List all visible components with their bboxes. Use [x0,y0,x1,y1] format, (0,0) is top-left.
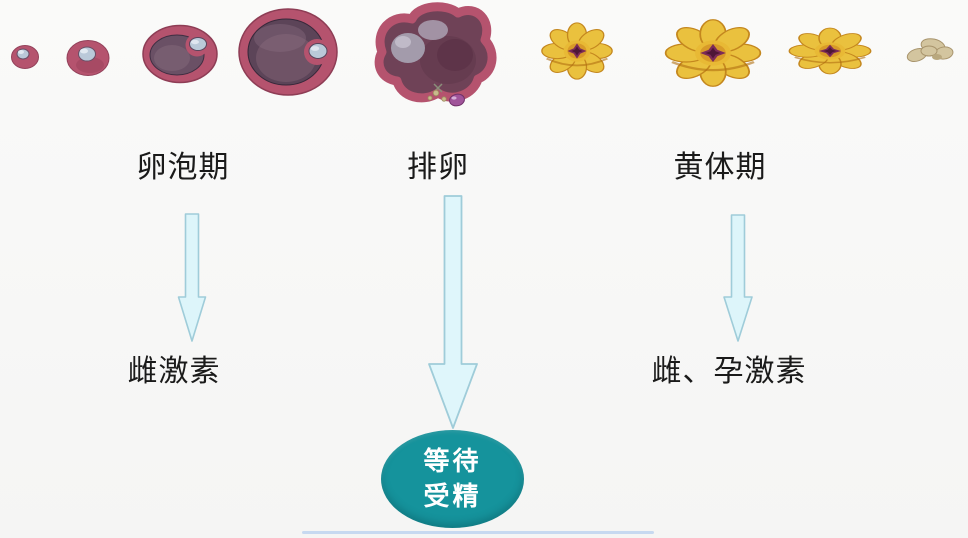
primary-follicle-illustration [66,40,110,76]
secondary-follicle-illustration [142,24,218,84]
phase-label-ovulation: 排卵 [407,151,469,184]
luteal-down-arrow-icon [723,214,753,342]
hormone-label-estrogen: 雌激素 [127,355,221,388]
phase-label-luteal: 黄体期 [673,151,767,184]
ovulation-down-arrow-icon [428,195,478,429]
corpus-luteum-forming-illustration [540,21,614,81]
corpus-albicans-illustration [906,38,954,62]
mature-follicle-illustration [238,8,338,96]
awaiting-fertilization-ellipse: 等待 受精 [381,430,524,528]
ovulating-follicle-illustration [374,2,497,107]
outcome-text-line1: 等待 [423,446,482,476]
hormone-label-estrogen-progesterone: 雌、孕激素 [651,355,807,388]
corpus-luteum-regressing-illustration [787,26,873,76]
follicular-down-arrow-icon [177,213,207,342]
corpus-luteum-mature-illustration [664,18,762,88]
primordial-follicle-illustration [11,45,39,69]
released-egg-illustration [427,83,465,107]
phase-label-follicular: 卵泡期 [136,151,230,184]
outcome-text-line2: 受精 [423,481,482,511]
baseline-divider [302,531,654,534]
